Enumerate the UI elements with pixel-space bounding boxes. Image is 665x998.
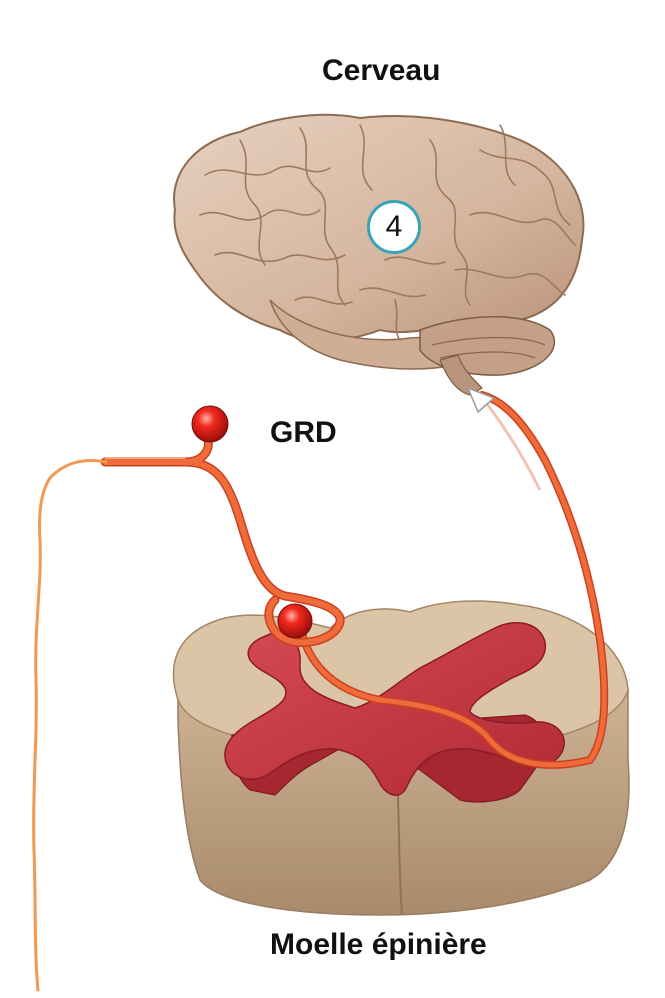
brain-illustration (174, 115, 583, 395)
brain-label: Cerveau (322, 54, 440, 88)
dorsal-root-ganglion (192, 406, 228, 442)
spinal-cord-cross-section (173, 601, 629, 915)
spinal-ganglion (278, 604, 312, 638)
ganglion-label: GRD (270, 416, 337, 450)
spinal-cord-label: Moelle épinière (270, 928, 487, 962)
step-number-badge: 4 (367, 200, 421, 254)
peripheral-nerve-fiber (34, 461, 106, 990)
